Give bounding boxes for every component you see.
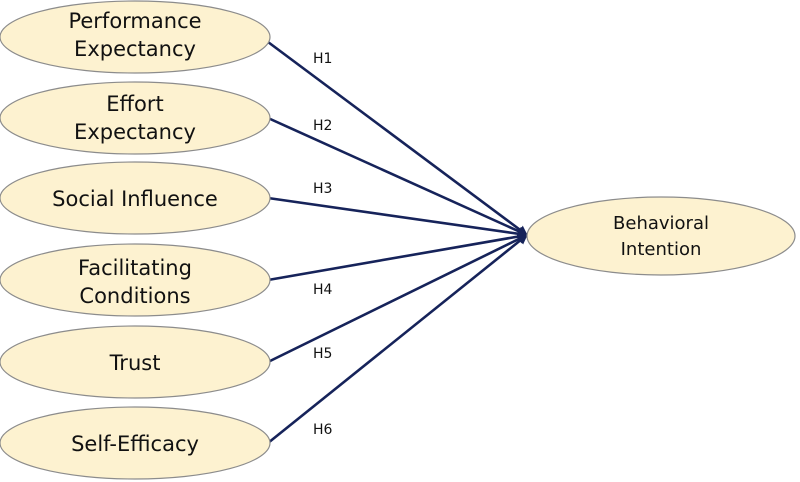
construct-label-line: Facilitating — [78, 256, 192, 280]
construct-trust: Trust — [0, 325, 271, 399]
arrow-h6 — [267, 233, 528, 445]
construct-performance-expectancy: Performance Expectancy — [0, 0, 271, 74]
construct-facilitating-conditions: Facilitating Conditions — [0, 243, 271, 317]
hypothesis-label-h4: H4 — [313, 282, 333, 298]
target-ellipse — [526, 196, 796, 276]
hypothesis-label-h1: H1 — [313, 51, 332, 67]
arrows — [267, 40, 528, 445]
construct-effort-expectancy: Effort Expectancy — [0, 81, 271, 155]
construct-label-line: Expectancy — [74, 120, 196, 144]
construct-label-line: Social Influence — [52, 187, 218, 211]
construct-label-line: Conditions — [79, 284, 190, 308]
hypothesis-label-h6: H6 — [313, 422, 333, 438]
construct-ellipse — [0, 161, 271, 235]
target-label-line: Intention — [621, 239, 702, 260]
construct-ellipse — [0, 81, 271, 155]
construct-social-influence: Social Influence — [0, 161, 271, 235]
hypothesis-label-h5: H5 — [313, 346, 332, 362]
construct-label-line: Trust — [109, 351, 161, 375]
construct-label-line: Performance — [68, 9, 201, 33]
construct-ellipse — [0, 406, 271, 480]
construct-ellipse — [0, 325, 271, 399]
arrow-h3 — [267, 196, 528, 239]
construct-label-line: Self-Efficacy — [71, 432, 199, 456]
hypothesis-label-h3: H3 — [313, 181, 332, 197]
arrow-h2 — [267, 116, 528, 237]
construct-label-line: Effort — [106, 92, 163, 116]
arrow-h4 — [267, 231, 528, 282]
arrow-h5 — [267, 233, 528, 364]
construct-self-efficacy: Self-Efficacy — [0, 406, 271, 480]
construct-ellipse — [0, 243, 271, 317]
target-label-line: Behavioral — [613, 213, 709, 234]
hypothesis-labels: H1 H2 H3 H4 H5 H6 — [313, 51, 333, 438]
construct-behavioral-intention: Behavioral Intention — [526, 196, 796, 276]
construct-label-line: Expectancy — [74, 37, 196, 61]
arrow-h1 — [267, 40, 528, 237]
construct-ellipse — [0, 0, 271, 74]
hypothesis-label-h2: H2 — [313, 118, 332, 134]
